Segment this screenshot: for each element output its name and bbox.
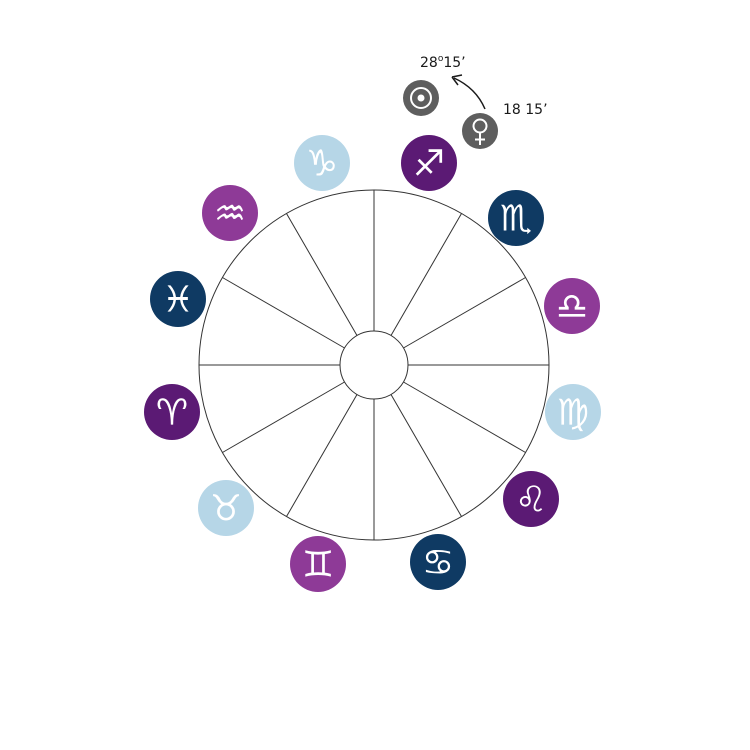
gemini-icon: ♊︎ [302, 545, 334, 586]
wheel-spoke [390, 394, 462, 517]
sign-badge-circle [410, 534, 466, 590]
sun-icon-ring [410, 87, 432, 109]
sun-marker [403, 80, 439, 116]
sign-badge-circle [290, 536, 346, 592]
wheel-spoke [222, 381, 345, 453]
sign-badge-circle [144, 384, 200, 440]
sign-badge-aries: ♈︎ [144, 384, 200, 440]
cancer-icon: ♋︎ [422, 543, 454, 584]
wheel-spoke [286, 213, 358, 336]
sun-minutes-value: 15’ [443, 55, 465, 71]
sign-badge-circle [401, 135, 457, 191]
arrow-head [451, 74, 463, 86]
sign-badge-circle [488, 190, 544, 246]
sign-badge-circle [545, 384, 601, 440]
leo-icon: ♌︎ [515, 480, 547, 521]
zodiac-sign-badges: ♑︎ ♐︎ ♏︎ ♎︎ ♍︎ ♌︎ ♋︎ ♊︎ ♉︎ ♈︎ ♓︎ ♒︎ [144, 135, 601, 592]
wheel-spokes [199, 190, 549, 540]
wheel-spoke [286, 394, 358, 517]
sagittarius-icon: ♐︎ [413, 144, 445, 185]
sun-degree-value: 28 [420, 55, 438, 71]
arrow-curve [453, 77, 486, 110]
sign-badge-circle [294, 135, 350, 191]
sign-badge-leo: ♌︎ [503, 471, 559, 527]
sign-badge-pisces: ♓︎ [150, 271, 206, 327]
sign-badge-gemini: ♊︎ [290, 536, 346, 592]
sign-badge-virgo: ♍︎ [545, 384, 601, 440]
sign-badge-circle [503, 471, 559, 527]
sign-badge-sagittarius: ♐︎ [401, 135, 457, 191]
venus-degree-label: 18 15’ [503, 102, 548, 118]
aries-icon: ♈︎ [156, 393, 188, 434]
wheel-spoke [403, 381, 526, 453]
wheel-inner-ring [339, 330, 409, 400]
aquarius-icon: ♒︎ [214, 194, 246, 235]
sign-badge-circle [202, 185, 258, 241]
sign-badge-circle [198, 480, 254, 536]
sun-degree-label: 28o15’ [420, 54, 466, 71]
sun-icon-dot [417, 94, 425, 102]
taurus-icon: ♉︎ [210, 489, 242, 530]
sign-badge-scorpio: ♏︎ [488, 190, 544, 246]
sign-badge-taurus: ♉︎ [198, 480, 254, 536]
venus-to-sun-arrow [451, 74, 486, 110]
venus-marker [462, 113, 498, 149]
zodiac-wheel [198, 189, 550, 541]
sign-badge-circle [150, 271, 206, 327]
libra-icon: ♎︎ [556, 287, 588, 328]
sign-badge-cancer: ♋︎ [410, 534, 466, 590]
wheel-spoke [222, 277, 345, 349]
sign-badge-libra: ♎︎ [544, 278, 600, 334]
sign-badge-capricorn: ♑︎ [294, 135, 350, 191]
wheel-spoke [403, 277, 526, 349]
scorpio-icon: ♏︎ [500, 199, 532, 240]
capricorn-icon: ♑︎ [306, 144, 338, 185]
wheel-spoke [390, 213, 462, 336]
venus-icon [462, 113, 498, 149]
degree-symbol: o [438, 54, 444, 64]
pisces-icon: ♓︎ [162, 280, 194, 321]
virgo-icon: ♍︎ [557, 393, 589, 434]
sign-badge-aquarius: ♒︎ [202, 185, 258, 241]
sign-badge-circle [544, 278, 600, 334]
